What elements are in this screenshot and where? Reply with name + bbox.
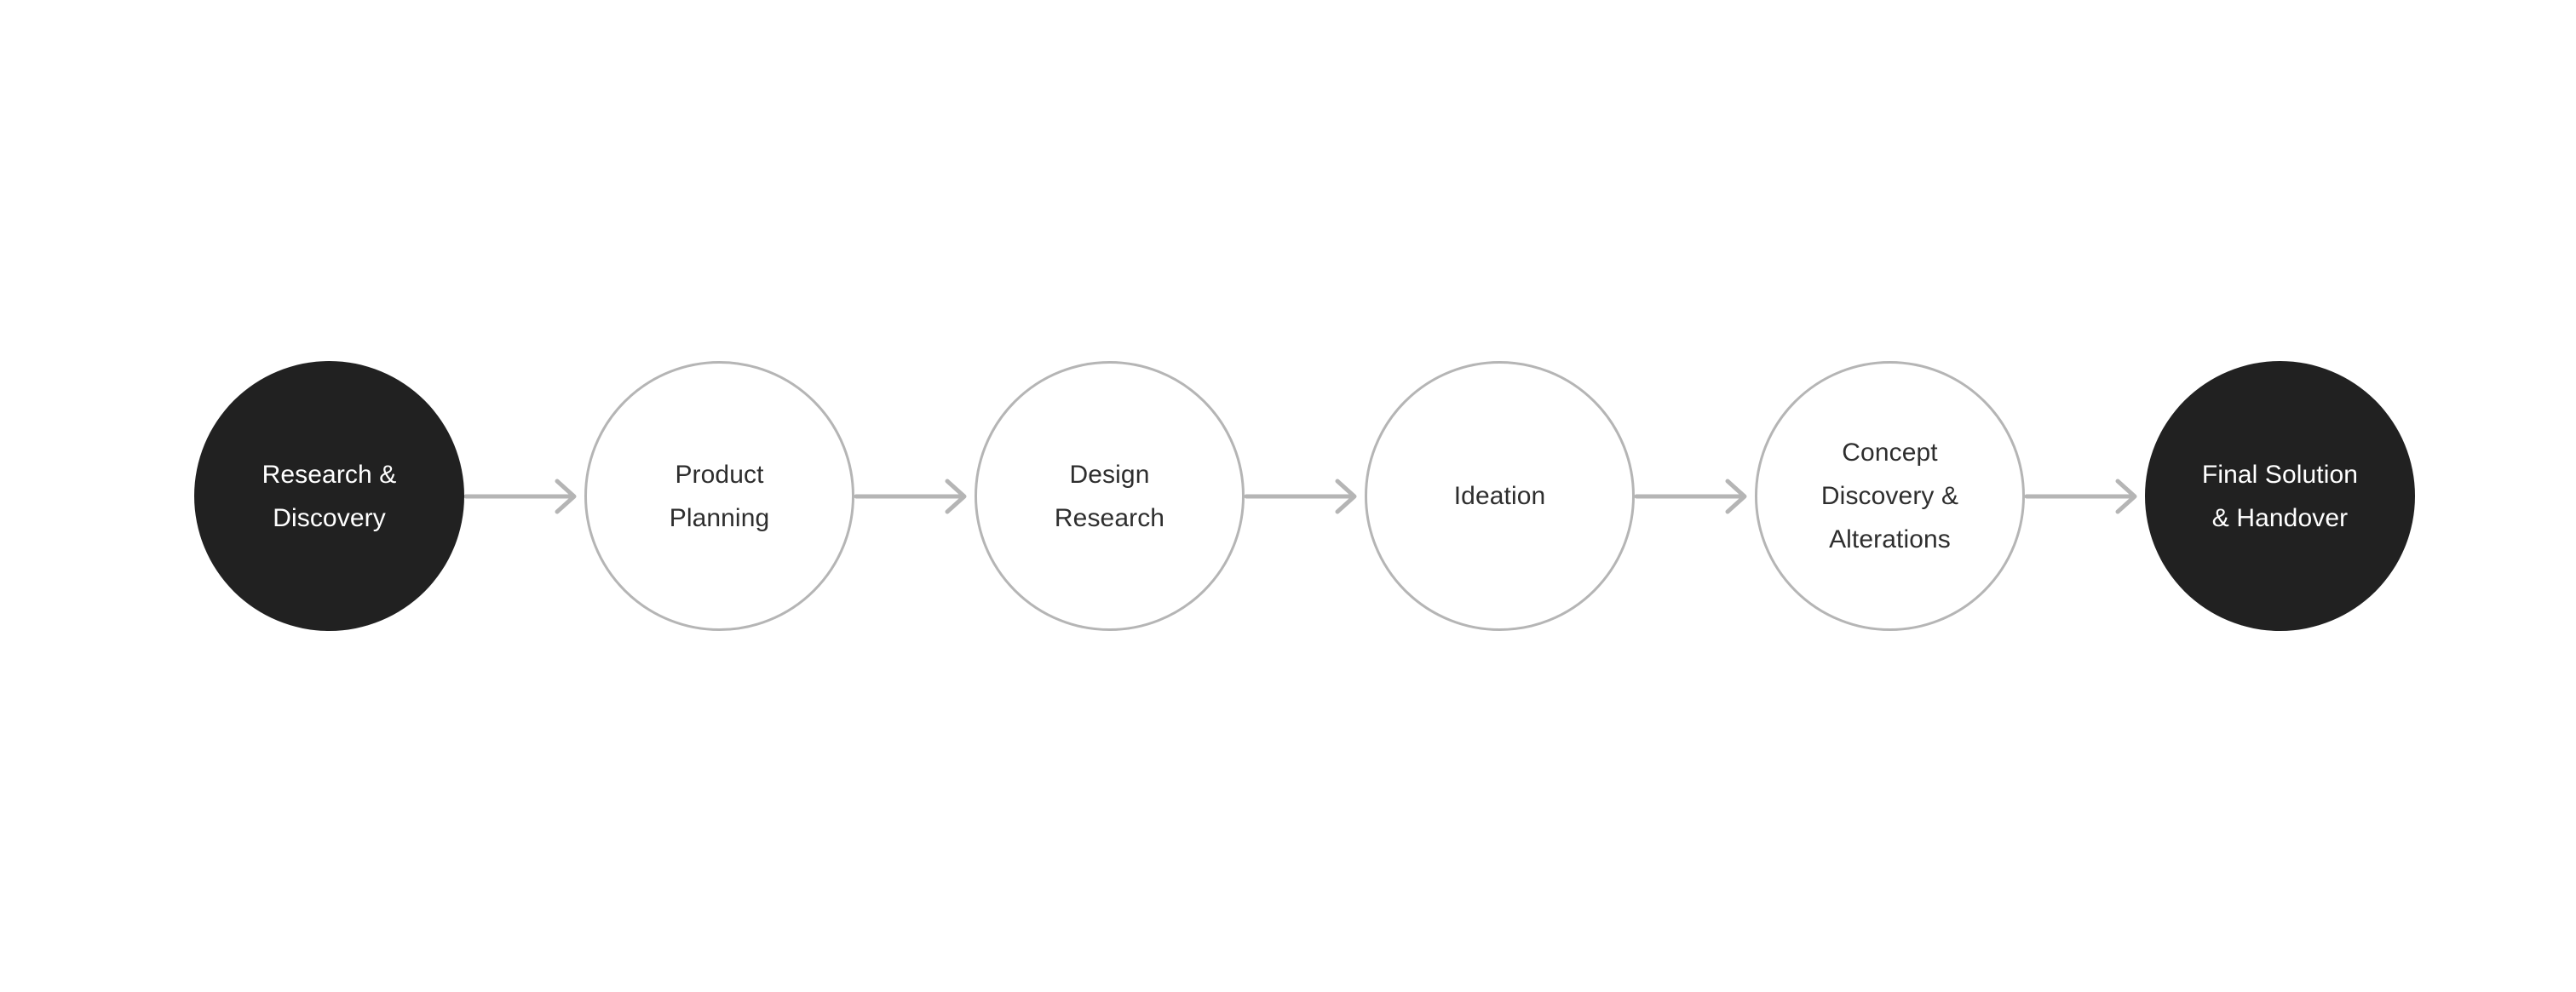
connector-arrow-4	[1634, 471, 1755, 522]
process-step-6[interactable]: Final Solution & Handover	[2145, 361, 2415, 631]
process-step-2[interactable]: Product Planning	[584, 361, 854, 631]
process-step-3[interactable]: Design Research	[975, 361, 1245, 631]
connector-arrow-2	[854, 471, 975, 522]
arrow-right-icon	[1634, 479, 1747, 513]
arrow-right-icon	[854, 479, 967, 513]
arrow-right-icon	[1244, 479, 1357, 513]
process-step-6-label: Final Solution & Handover	[2201, 460, 2359, 532]
arrow-right-icon	[2024, 479, 2137, 513]
process-step-4[interactable]: Ideation	[1365, 361, 1635, 631]
connector-arrow-3	[1244, 471, 1365, 522]
process-step-4-label: Ideation	[1453, 482, 1546, 510]
arrow-right-icon	[463, 479, 577, 513]
process-step-1-label: Research & Discovery	[262, 460, 397, 532]
process-step-3-label: Design Research	[1054, 460, 1165, 532]
connector-arrow-5	[2024, 471, 2145, 522]
process-step-5[interactable]: Concept Discovery & Alterations	[1755, 361, 2025, 631]
connector-arrow-1	[463, 471, 584, 522]
process-step-5-label: Concept Discovery & Alterations	[1820, 439, 1959, 553]
process-step-2-label: Product Planning	[669, 460, 770, 532]
process-step-1[interactable]: Research & Discovery	[194, 361, 464, 631]
